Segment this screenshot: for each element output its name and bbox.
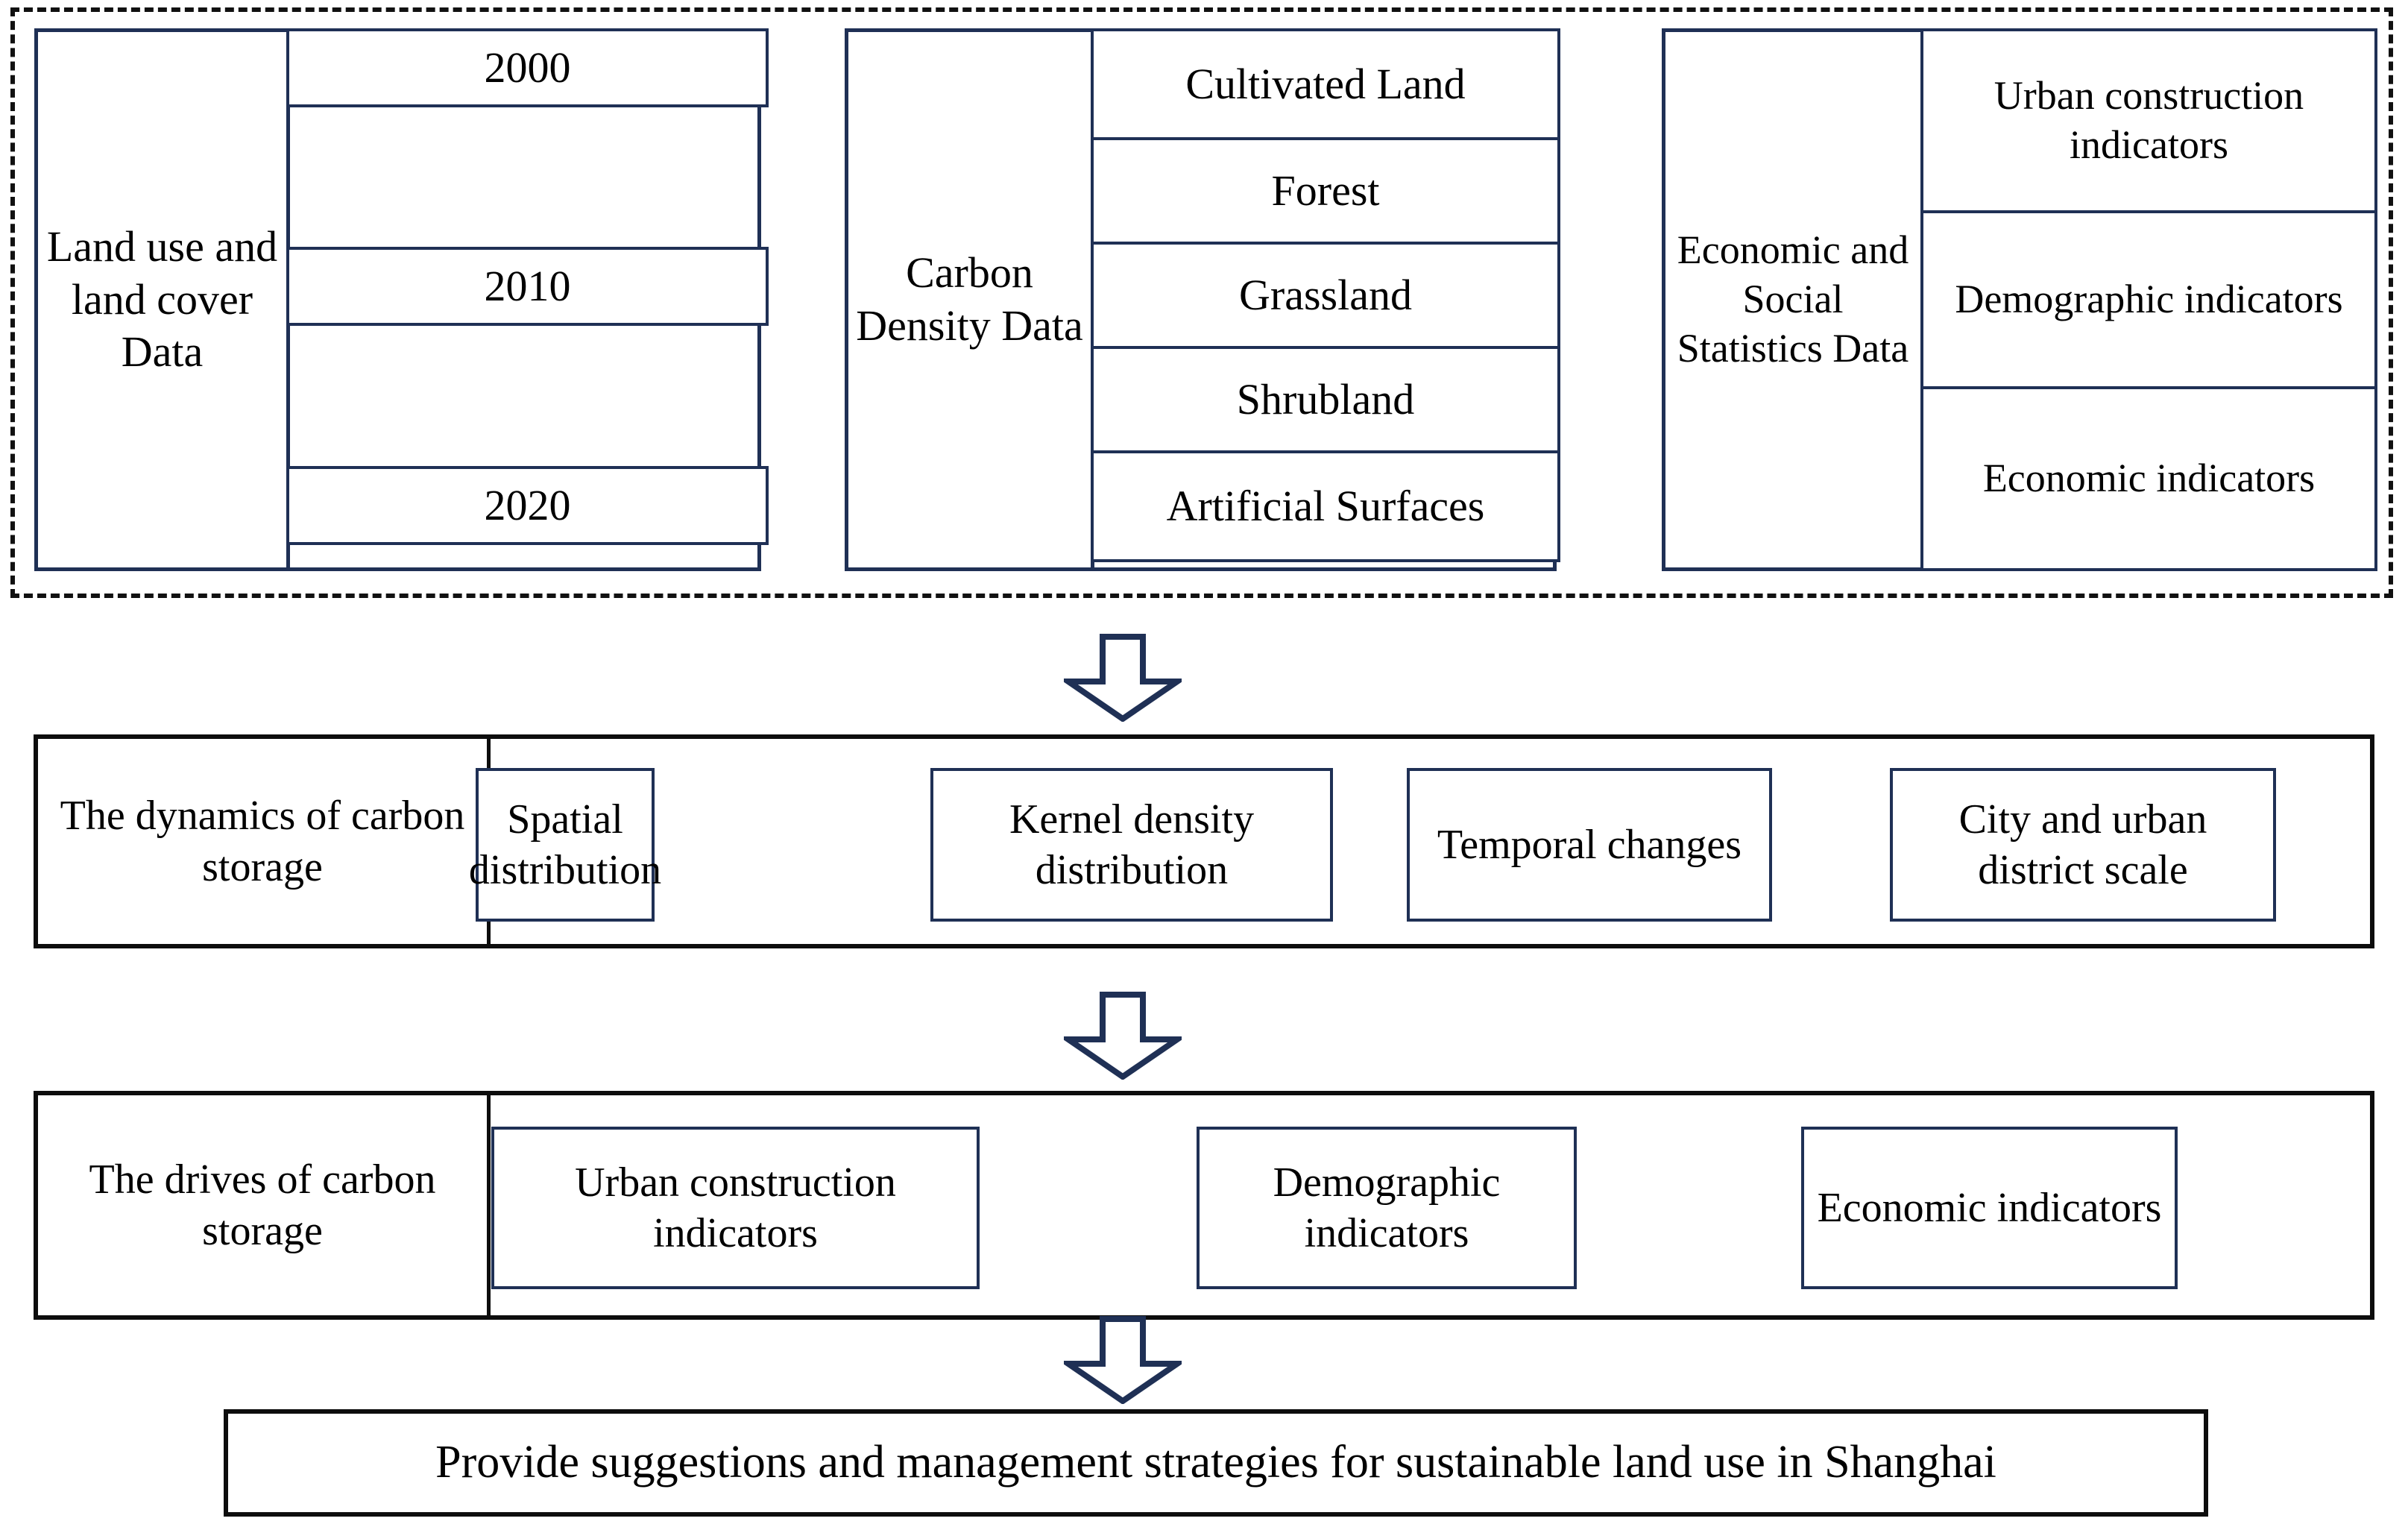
data-item-artificial-surfaces[interactable]: Artificial Surfaces <box>1091 450 1560 562</box>
row-divider <box>487 1095 491 1315</box>
data-group-label: Carbon Density Data <box>856 248 1083 350</box>
data-item-urban-construction-indicators[interactable]: Urban construction indicators <box>1920 28 2377 213</box>
arrow-down-icon <box>1064 1316 1182 1404</box>
arrow-down-icon <box>1064 992 1182 1080</box>
data-item-year-2020[interactable]: 2020 <box>286 466 769 545</box>
drives-row-container: The drives of carbon storage Urban const… <box>34 1091 2374 1320</box>
data-group-carbon-density: Carbon Density Data Cultivated Land Fore… <box>845 28 1560 571</box>
data-item-year-2010[interactable]: 2010 <box>286 247 769 326</box>
drives-item-urban-construction-indicators[interactable]: Urban construction indicators <box>491 1127 980 1289</box>
data-group-label: Economic and Social Statistics Data <box>1677 227 1909 371</box>
conclusion-box: Provide suggestions and management strat… <box>224 1409 2208 1517</box>
dynamics-item-temporal-changes[interactable]: Temporal changes <box>1407 768 1772 922</box>
data-group-land-use: Land use and land cover Data 2000 2010 2… <box>34 28 769 571</box>
data-sources-container <box>10 7 2393 598</box>
dynamics-item-kernel-density-distribution[interactable]: Kernel density distribution <box>930 768 1333 922</box>
dynamics-item-city-urban-district-scale[interactable]: City and urban district scale <box>1890 768 2276 922</box>
dynamics-item-spatial-distribution[interactable]: Spatial distribution <box>469 768 661 922</box>
drives-item-demographic-indicators[interactable]: Demographic indicators <box>1197 1127 1577 1289</box>
data-group-label: Land use and land cover Data <box>46 221 278 377</box>
data-item-grassland[interactable]: Grassland <box>1091 242 1560 349</box>
drives-item-economic-indicators[interactable]: Economic indicators <box>1801 1127 2178 1289</box>
data-item-year-2000[interactable]: 2000 <box>286 28 769 107</box>
data-item-economic-indicators[interactable]: Economic indicators <box>1920 386 2377 571</box>
data-item-forest[interactable]: Forest <box>1091 137 1560 245</box>
drives-row-label: The drives of carbon storage <box>89 1156 436 1254</box>
data-item-shrubland[interactable]: Shrubland <box>1091 346 1560 453</box>
arrow-down-icon <box>1064 634 1182 722</box>
dynamics-row-label: The dynamics of carbon storage <box>60 793 465 890</box>
data-item-cultivated-land[interactable]: Cultivated Land <box>1091 28 1560 140</box>
data-group-economic-social: Economic and Social Statistics Data Urba… <box>1662 28 2377 571</box>
dynamics-row-container: The dynamics of carbon storage Spatial d… <box>34 734 2374 948</box>
data-item-demographic-indicators[interactable]: Demographic indicators <box>1920 210 2377 389</box>
